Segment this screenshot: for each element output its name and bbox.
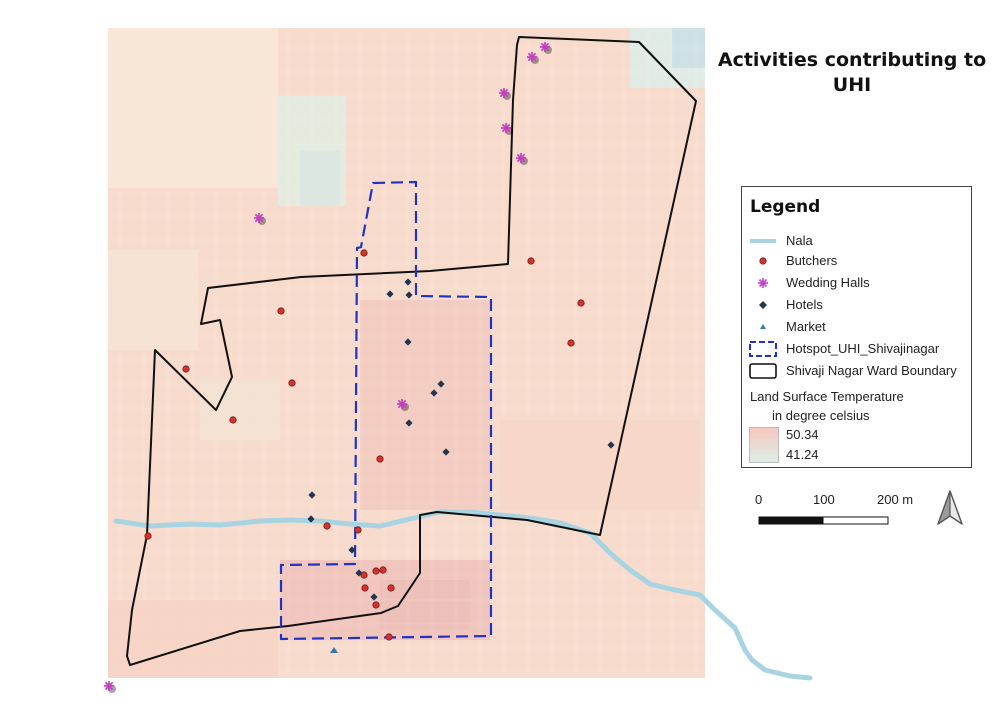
butcher-marker[interactable]	[144, 532, 152, 540]
market-marker[interactable]	[330, 647, 338, 653]
hotel-marker[interactable]	[442, 448, 450, 456]
legend-title: Legend	[750, 197, 821, 217]
nala-stream	[113, 509, 813, 681]
lst-raster	[108, 28, 705, 678]
butcher-marker[interactable]	[182, 365, 190, 373]
scale-bar: 0 100 200 m	[750, 490, 950, 530]
map-title-line-2: UHI	[832, 74, 872, 96]
butcher-marker[interactable]	[360, 571, 368, 579]
legend-label-wedding-halls: Wedding Halls	[786, 275, 870, 290]
butcher-marker[interactable]	[372, 567, 380, 575]
wedding-hall-marker[interactable]	[501, 123, 513, 135]
lst-color-ramp	[749, 427, 779, 463]
butcher-marker[interactable]	[385, 633, 393, 641]
butcher-marker[interactable]	[379, 566, 387, 574]
markets-layer	[330, 647, 338, 653]
hotel-marker[interactable]	[405, 419, 413, 427]
map-title-line-1: Activities contributing to	[717, 49, 987, 71]
wedding-hall-star-icon	[758, 278, 768, 288]
scale-label-200: 200 m	[877, 492, 914, 507]
hotel-marker[interactable]	[404, 338, 412, 346]
scale-label-0: 0	[755, 492, 763, 507]
wedding-hall-marker[interactable]	[516, 153, 528, 165]
lst-high-value: 50.34	[786, 427, 819, 442]
butchers-layer	[144, 249, 585, 641]
hotel-marker[interactable]	[607, 441, 615, 449]
butcher-marker[interactable]	[288, 379, 296, 387]
hotel-diamond-icon	[759, 301, 767, 309]
hotspot-uhi-boundary	[279, 180, 493, 641]
legend-item-market: Market	[742, 317, 972, 337]
hotel-marker[interactable]	[386, 290, 394, 298]
wedding-hall-marker[interactable]	[499, 88, 511, 100]
lst-low-value: 41.24	[786, 447, 819, 462]
legend-item-nala: Nala	[742, 231, 972, 251]
legend-label-ward-boundary: Shivaji Nagar Ward Boundary	[786, 363, 957, 378]
wedding-hall-marker[interactable]	[104, 681, 116, 693]
legend-item-wedding-halls: Wedding Halls	[742, 273, 972, 293]
legend-label-market: Market	[786, 319, 826, 334]
butcher-marker[interactable]	[354, 526, 362, 534]
hotel-marker[interactable]	[308, 491, 316, 499]
butcher-marker[interactable]	[323, 522, 331, 530]
hotel-marker[interactable]	[355, 569, 363, 577]
nala-line-icon	[750, 239, 776, 243]
butcher-marker[interactable]	[229, 416, 237, 424]
butcher-marker[interactable]	[376, 455, 384, 463]
legend-item-hotels: Hotels	[742, 295, 972, 315]
butcher-marker[interactable]	[361, 584, 369, 592]
butcher-marker[interactable]	[372, 601, 380, 609]
hotel-marker[interactable]	[370, 593, 378, 601]
butcher-marker[interactable]	[577, 299, 585, 307]
hotel-marker[interactable]	[430, 389, 438, 397]
scale-label-100: 100	[813, 492, 835, 507]
butcher-dot-icon	[759, 257, 767, 265]
ward-boundary	[126, 36, 697, 666]
hotel-marker[interactable]	[307, 515, 315, 523]
ward-boundary-box-icon	[749, 363, 777, 379]
hotels-layer	[307, 278, 615, 601]
hotel-marker[interactable]	[405, 291, 413, 299]
butcher-marker[interactable]	[387, 584, 395, 592]
lst-title-line-2: in degree celsius	[772, 408, 870, 423]
legend-label-butchers: Butchers	[786, 253, 838, 268]
wedding-hall-marker[interactable]	[397, 399, 409, 411]
legend-item-hotspot: Hotspot_UHI_Shivajinagar	[742, 339, 972, 359]
hotel-marker[interactable]	[348, 546, 356, 554]
legend-panel: Legend Nala Butchers Wedding Halls Hotel…	[741, 186, 972, 468]
wedding-hall-marker[interactable]	[540, 42, 552, 54]
legend-item-butchers: Butchers	[742, 251, 972, 271]
legend-item-ward-boundary: Shivaji Nagar Ward Boundary	[742, 361, 972, 381]
hotspot-dashed-box-icon	[749, 341, 777, 357]
hotel-marker[interactable]	[404, 278, 412, 286]
wedding-hall-marker[interactable]	[527, 52, 539, 64]
butcher-marker[interactable]	[277, 307, 285, 315]
butcher-marker[interactable]	[527, 257, 535, 265]
market-triangle-icon	[760, 324, 766, 329]
legend-label-hotspot: Hotspot_UHI_Shivajinagar	[786, 341, 940, 356]
wedding-hall-marker[interactable]	[254, 213, 266, 225]
butcher-marker[interactable]	[567, 339, 575, 347]
scale-bar-graphic	[758, 516, 889, 525]
legend-label-nala: Nala	[786, 233, 813, 248]
hotel-marker[interactable]	[437, 380, 445, 388]
north-arrow-icon	[937, 490, 963, 525]
butcher-marker[interactable]	[360, 249, 368, 257]
wedding-halls-layer	[104, 42, 552, 693]
lst-title-line-1: Land Surface Temperature	[750, 389, 904, 404]
legend-label-hotels: Hotels	[786, 297, 823, 312]
lst-legend-title: Land Surface Temperature in degree celsi…	[750, 387, 904, 425]
map-title: Activities contributing to UHI	[712, 48, 992, 98]
